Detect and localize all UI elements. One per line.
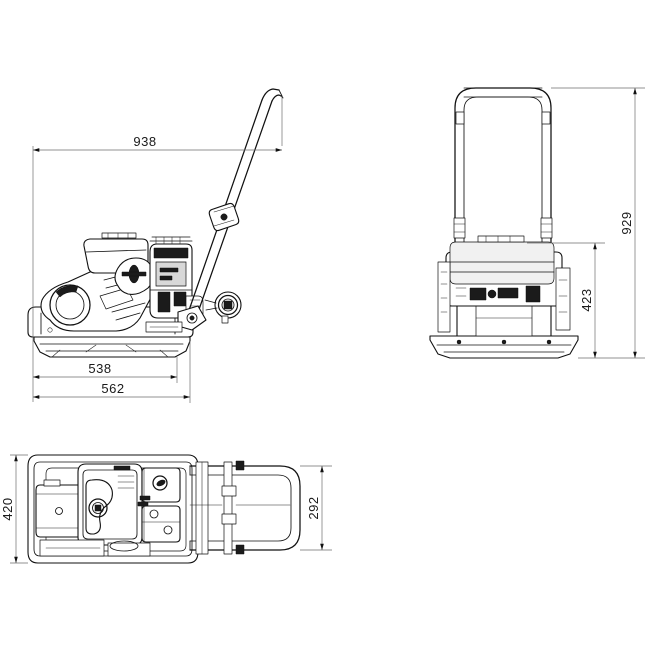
top-view-engine-detail [137,467,151,543]
side-view-engine [149,236,193,319]
dim-label-292: 292 [306,496,321,519]
top-view-fuel-tank [35,479,83,538]
side-view-base-plate [33,336,191,358]
front-view-engine [445,235,563,307]
top-view-air-filter [141,467,181,503]
side-view [27,88,284,358]
top-view [27,454,301,564]
front-view [429,87,579,359]
dim-label-929: 929 [619,211,634,234]
top-view-dimensions: 420 292 [0,454,332,564]
top-view-carburettor [141,505,181,543]
dim-label-420: 420 [0,497,15,520]
dim-label-938: 938 [133,134,156,149]
side-view-linkage [145,321,183,333]
front-view-handle-bar [453,87,553,301]
side-view-handle [177,88,284,331]
side-view-dimensions: 938 538 562 [32,96,283,403]
dim-label-538: 538 [88,361,111,376]
front-view-vibration-unit [456,299,552,337]
top-view-plate-features [39,539,151,557]
side-view-air-cleaner [114,257,154,295]
front-view-dimensions: 929 423 [527,87,645,359]
top-view-engine-cover [77,463,143,546]
front-view-side-guards [437,261,571,333]
front-view-base-plate [429,335,579,359]
side-view-recoil-pulley [204,291,242,324]
dim-label-562: 562 [101,381,124,396]
dim-label-423: 423 [579,288,594,311]
top-view-handle [189,460,301,555]
